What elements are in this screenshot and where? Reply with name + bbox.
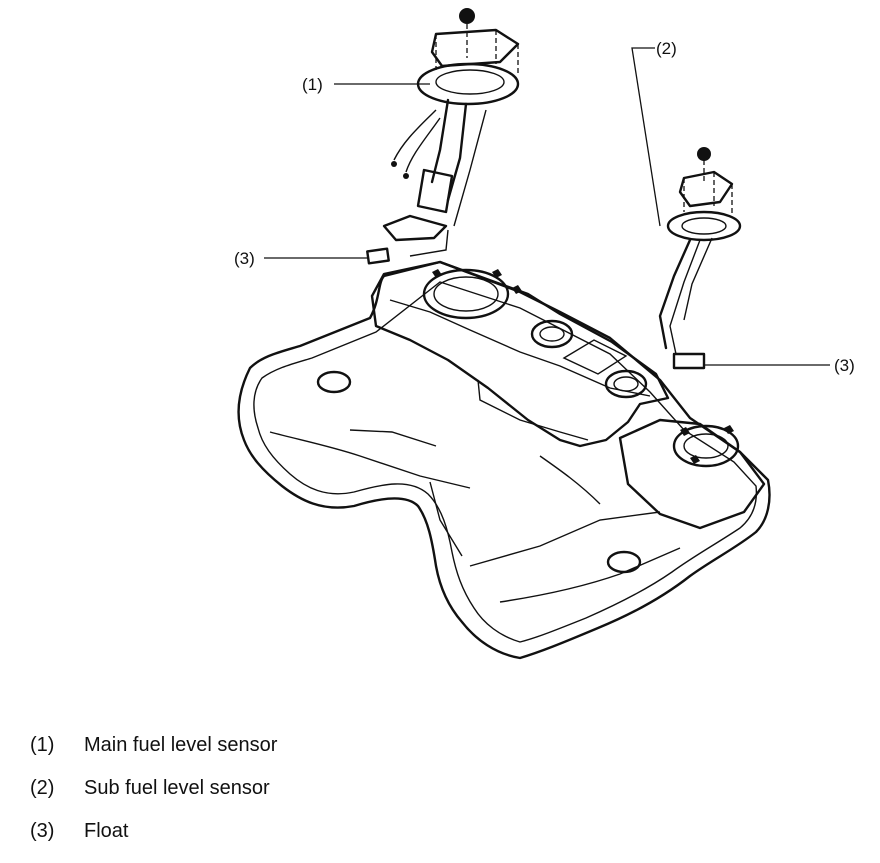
legend-number: (3) xyxy=(30,820,55,842)
legend-text: Sub fuel level sensor xyxy=(84,777,270,799)
leader-lines xyxy=(264,47,830,366)
sub-fuel-level-sensor xyxy=(658,147,742,355)
fuel-tank xyxy=(237,260,771,660)
legend-text: Float xyxy=(84,820,129,842)
callout-sub-sensor: (2) xyxy=(656,39,677,58)
legend-item: (3) Float xyxy=(30,820,277,863)
main-float xyxy=(366,247,390,265)
callout-main-sensor: (1) xyxy=(302,75,323,94)
callout-sub-float: (3) xyxy=(834,356,855,375)
callout-main-float: (3) xyxy=(234,249,255,268)
legend-number: (1) xyxy=(30,734,55,756)
fuel-tank-diagram xyxy=(237,8,830,660)
main-fuel-level-sensor xyxy=(382,8,520,257)
legend-number: (2) xyxy=(30,777,55,799)
legend-item: (2) Sub fuel level sensor xyxy=(30,777,277,820)
legend-text: Main fuel level sensor xyxy=(84,734,278,756)
sub-float xyxy=(672,352,706,370)
legend-item: (1) Main fuel level sensor xyxy=(30,734,277,777)
parts-legend: (1) Main fuel level sensor (2) Sub fuel … xyxy=(30,734,277,863)
